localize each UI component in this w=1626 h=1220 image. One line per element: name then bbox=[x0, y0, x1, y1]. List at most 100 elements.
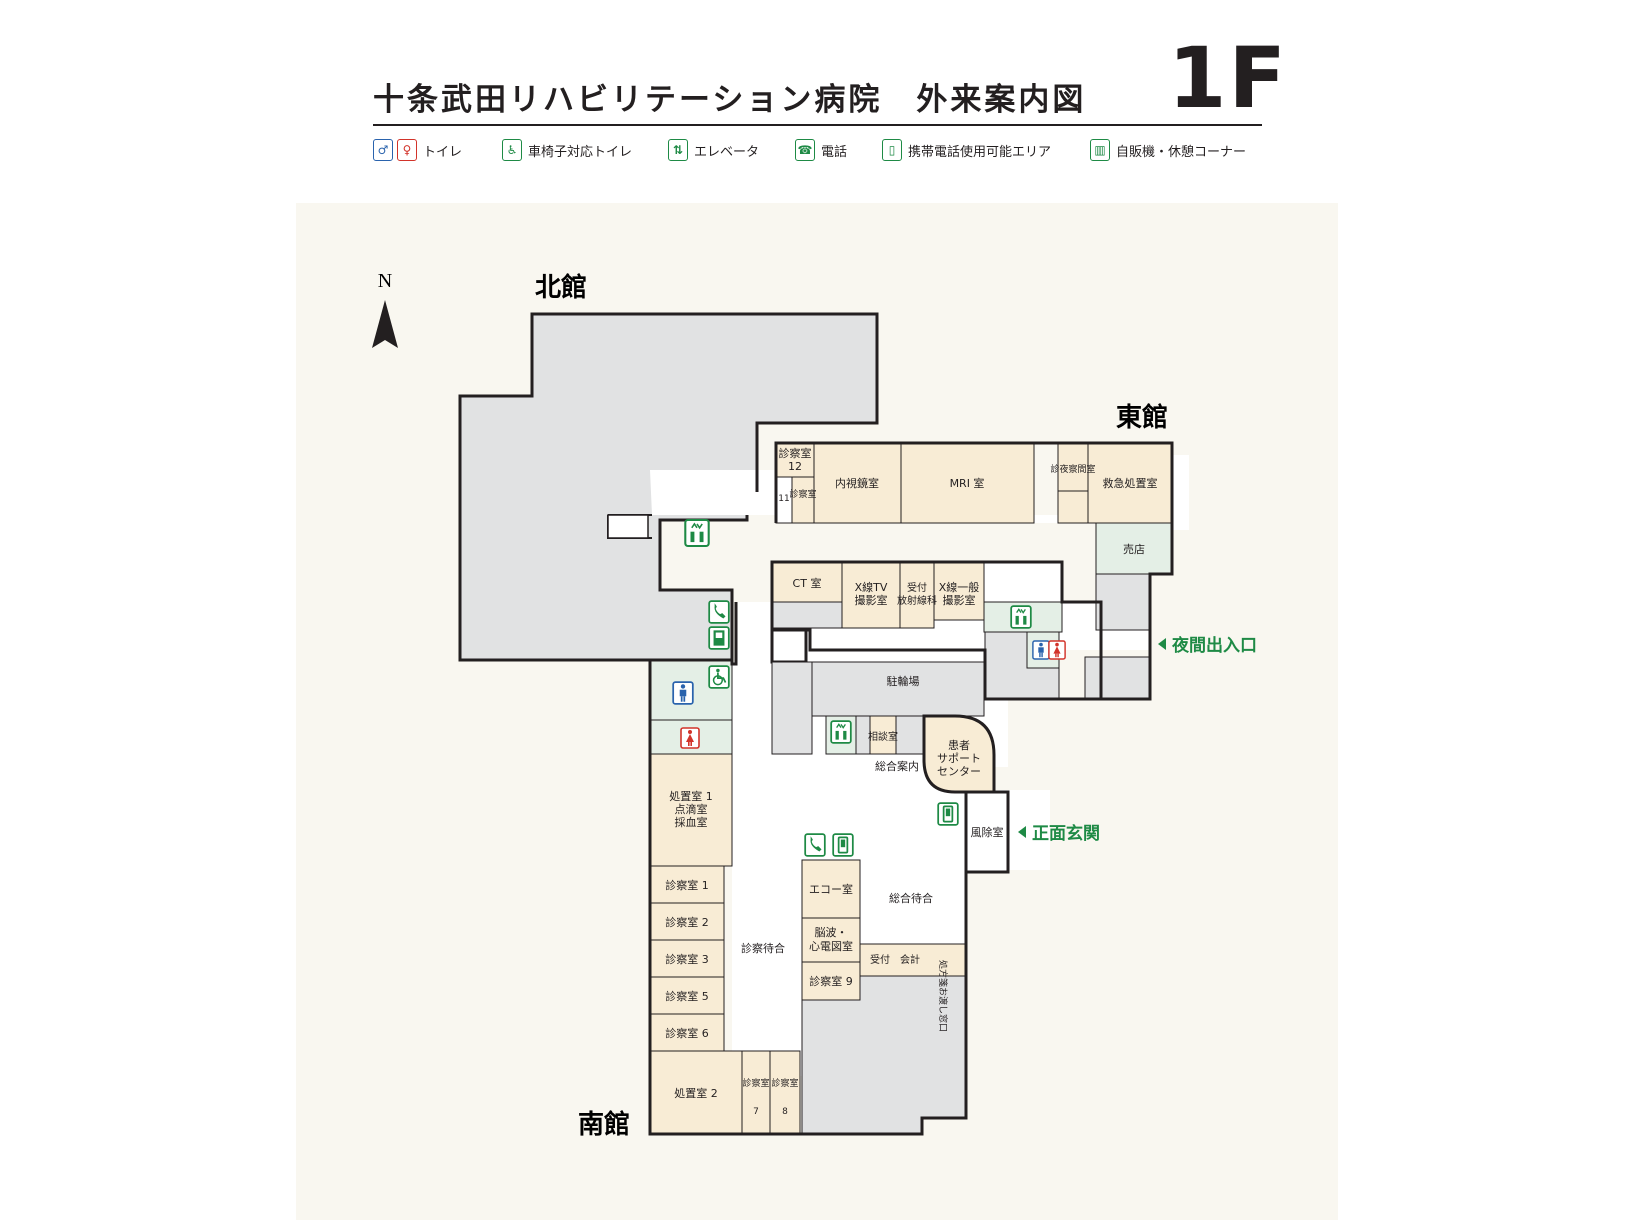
room-treatment-1 bbox=[649, 753, 733, 867]
phone-icon: ☎ bbox=[795, 139, 815, 161]
label-endoscopy: 内視鏡室 bbox=[835, 476, 879, 490]
man-toilet-icon bbox=[672, 681, 694, 705]
label-exam-7a: 診察室 bbox=[742, 1077, 769, 1089]
room-exam-8 bbox=[769, 1050, 801, 1135]
outer-wall bbox=[648, 602, 1010, 1136]
label-shop: 売店 bbox=[1123, 542, 1145, 556]
woman-toilet-icon bbox=[1048, 640, 1066, 660]
stairs-east bbox=[983, 561, 1063, 603]
label-exam-12a: 診察室 bbox=[779, 446, 812, 460]
elevator-icon: ⇅ bbox=[668, 139, 688, 161]
night-entrance-label[interactable]: 夜間出入口 bbox=[1171, 635, 1257, 656]
label-prescription: 処方箋お渡し窓口 bbox=[937, 960, 949, 1032]
label-patient-support-a: 患者 bbox=[948, 739, 970, 752]
main-entrance-arrow-icon bbox=[1018, 826, 1026, 838]
label-consult: 相談室 bbox=[868, 730, 898, 743]
room-exam-9 bbox=[801, 961, 861, 1001]
east-gray-1 bbox=[1095, 573, 1151, 631]
elevator-icon bbox=[1010, 605, 1032, 629]
label-echo: エコー室 bbox=[809, 882, 853, 896]
label-cashier: 会計 bbox=[900, 953, 920, 966]
man-toilet-icon bbox=[1032, 640, 1050, 660]
label-bicycle: 駐輪場 bbox=[887, 674, 920, 688]
main-entrance-label[interactable]: 正面玄関 bbox=[1032, 823, 1100, 844]
label-exam-2: 診察室 2 bbox=[665, 915, 709, 929]
label-xtv-b: 撮影室 bbox=[855, 593, 888, 607]
label-patient-support-c: センター bbox=[937, 765, 981, 778]
label-exam-8b: 8 bbox=[782, 1107, 788, 1117]
room-exam-2 bbox=[649, 902, 725, 941]
label-ct: CT 室 bbox=[793, 576, 822, 590]
legend-mobile: ▯ 携帯電話使用可能エリア bbox=[882, 136, 1051, 164]
stairs-central bbox=[771, 661, 813, 755]
elevator-icon bbox=[830, 720, 852, 744]
wheelchair-icon: ♿ bbox=[502, 139, 522, 161]
elevator-icon bbox=[684, 518, 710, 548]
legend-label: 携帯電話使用可能エリア bbox=[908, 144, 1052, 160]
legend-label: トイレ bbox=[423, 144, 463, 160]
reception-counter bbox=[859, 943, 967, 977]
label-night-exam: 診夜察間室 bbox=[1050, 463, 1095, 475]
phone-icon bbox=[804, 833, 826, 857]
label-eeg-a: 脳波・ bbox=[815, 926, 848, 939]
label-rad-reception-a: 受付 bbox=[907, 581, 927, 594]
label-exam-9: 診察室 9 bbox=[809, 974, 853, 988]
mobile-phone-icon bbox=[937, 802, 959, 826]
room-patient-support bbox=[922, 714, 996, 794]
label-exam-6: 診察室 6 bbox=[665, 1026, 709, 1040]
woman-toilet-icon bbox=[680, 727, 700, 749]
label-treatment-2: 処置室 2 bbox=[674, 1086, 718, 1100]
legend-wheelchair: ♿ 車椅子対応トイレ bbox=[502, 136, 632, 164]
label-emergency: 救急処置室 bbox=[1103, 476, 1158, 490]
room-exam-11 bbox=[791, 476, 815, 524]
label-exam-3: 診察室 3 bbox=[665, 952, 709, 966]
building-east: 東館 bbox=[1116, 402, 1168, 433]
label-exam-1: 診察室 1 bbox=[665, 878, 709, 892]
header-divider bbox=[373, 124, 1262, 126]
room-exam-7 bbox=[741, 1050, 771, 1135]
legend-vending: ▥ 自販機・休憩コーナー bbox=[1090, 136, 1246, 164]
room-shop bbox=[1095, 522, 1173, 575]
label-exam-11a: 11 bbox=[778, 494, 789, 504]
ct-control bbox=[771, 601, 843, 629]
label-xgen-a: X線一般 bbox=[939, 580, 980, 594]
label-treatment-1b: 点滴室 bbox=[675, 802, 708, 816]
room-exam-3 bbox=[649, 939, 725, 978]
label-rad-reception-b: 放射線科 bbox=[897, 594, 937, 607]
mobile-phone-icon: ▯ bbox=[882, 139, 902, 161]
legend-elevator: ⇅ エレベータ bbox=[668, 136, 759, 164]
north-arrow-icon bbox=[372, 300, 398, 348]
stair-well bbox=[770, 628, 808, 664]
legend-phone: ☎ 電話 bbox=[795, 136, 847, 164]
label-wait-general: 総合待合 bbox=[889, 891, 933, 905]
compass-label: N bbox=[378, 270, 392, 292]
legend-label: エレベータ bbox=[694, 144, 760, 160]
central-gray-2 bbox=[895, 715, 925, 755]
vending-machine-icon bbox=[708, 626, 730, 650]
label-exam-12b: 12 bbox=[788, 460, 802, 473]
label-exam-11b: 診察室 bbox=[789, 488, 816, 500]
label-info: 総合案内 bbox=[875, 759, 919, 773]
label-xtv-a: X線TV bbox=[855, 580, 888, 594]
label-xgen-b: 撮影室 bbox=[943, 593, 976, 607]
floor-label: 1F bbox=[1168, 29, 1288, 127]
stairs-west bbox=[607, 514, 649, 539]
woman-toilet-icon: ♀ bbox=[397, 139, 417, 161]
label-exam-8a: 診察室 bbox=[771, 1077, 798, 1089]
label-exam-7b: 7 bbox=[753, 1107, 759, 1117]
label-patient-support-b: サポート bbox=[937, 752, 981, 765]
label-exam-5: 診察室 5 bbox=[665, 989, 709, 1003]
legend-toilet: ♂ ♀ トイレ bbox=[373, 136, 462, 164]
room-bicycle bbox=[811, 661, 985, 717]
label-treatment-1c: 採血室 bbox=[675, 815, 708, 829]
mobile-phone-icon bbox=[832, 833, 854, 857]
phone-icon bbox=[708, 600, 730, 624]
room-emergency-annex bbox=[1057, 490, 1089, 524]
label-reception: 受付 bbox=[870, 953, 890, 966]
room-xray-tv bbox=[841, 561, 901, 629]
room-eeg bbox=[801, 917, 861, 963]
label-mri: MRI 室 bbox=[950, 476, 985, 490]
legend-label: 電話 bbox=[821, 144, 848, 160]
vending-machine-icon: ▥ bbox=[1090, 139, 1110, 161]
